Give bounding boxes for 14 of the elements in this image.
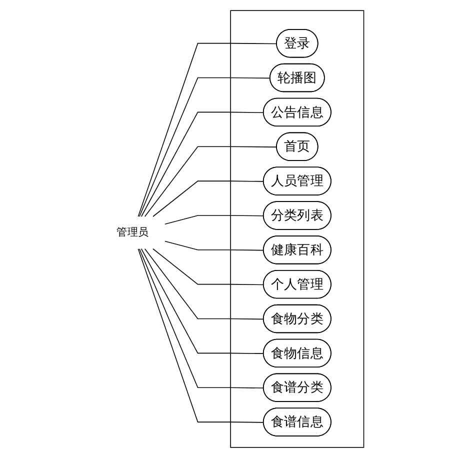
connector xyxy=(144,146,278,217)
connector xyxy=(164,240,264,251)
connector xyxy=(140,248,264,354)
connector xyxy=(139,248,264,388)
connector xyxy=(140,112,264,217)
connector xyxy=(139,77,271,217)
connector xyxy=(152,180,264,217)
cluster xyxy=(230,10,364,448)
connector xyxy=(152,248,264,286)
connector xyxy=(164,215,264,225)
node-text: 管理员 xyxy=(116,226,149,239)
connector xyxy=(138,248,264,423)
connector xyxy=(138,42,278,217)
connector xyxy=(144,248,264,320)
